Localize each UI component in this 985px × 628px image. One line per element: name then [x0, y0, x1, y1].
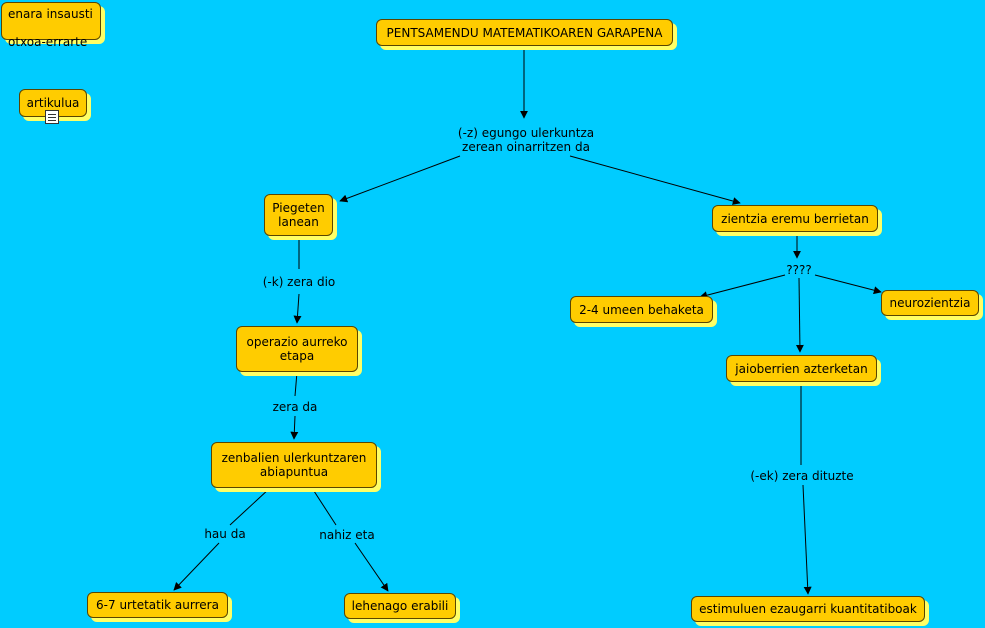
author-note[interactable]: enara insausti otxoa-errarte [1, 2, 101, 49]
link-preop-is [294, 371, 298, 397]
concept-newborn[interactable]: jaioberrien azterketan [726, 355, 877, 382]
phrase-thatis[interactable]: hau da [204, 527, 246, 541]
link-number-thatis [229, 487, 271, 526]
link-basis-newfields [569, 155, 741, 205]
concept-number[interactable]: zenbalien ulerkuntzaren abiapuntua [211, 442, 377, 488]
resource-node[interactable]: artikulua [19, 89, 87, 117]
concept-root[interactable]: PENTSAMENDU MATEMATIKOAREN GARAPENA [376, 19, 673, 46]
author-line1: enara insausti [8, 7, 93, 21]
phrase-unknown[interactable]: ???? [786, 263, 812, 277]
concept-stimuli[interactable]: estimuluen ezaugarri kuantitatiboak [691, 596, 925, 622]
concept-newfields[interactable]: zientzia eremu berrietan [712, 205, 878, 232]
author-note-text: enara insausti otxoa-errarte [8, 0, 93, 49]
phrase-says[interactable]: (-k) zera dio [262, 275, 336, 289]
author-line2: otxoa-errarte [8, 35, 88, 49]
concept-neuro[interactable]: neurozientzia [881, 290, 979, 316]
link-says-preop [293, 293, 302, 324]
phrase-have[interactable]: (-ek) zera dituzte [750, 469, 854, 483]
link-unknown-neuro [814, 274, 882, 295]
concept-earlier[interactable]: lehenago erabili [344, 593, 456, 619]
link-is-number [290, 415, 299, 440]
concept-observe[interactable]: 2-4 umeen behaketa [570, 296, 713, 323]
link-although-earlier [354, 542, 389, 592]
concept-piaget[interactable]: Piegeten lanean [264, 194, 333, 236]
link-unknown-observe [699, 274, 786, 300]
link-basis-piaget [339, 155, 461, 203]
phrase-basis[interactable]: (-z) egungo ulerkuntza zerean oinarritze… [457, 126, 595, 154]
link-have-stimuli [802, 484, 812, 595]
link-number-although [311, 487, 337, 526]
concept-age67[interactable]: 6-7 urtetatik aurrera [87, 592, 228, 618]
concept-preop[interactable]: operazio aurreko etapa [236, 326, 358, 372]
phrase-is[interactable]: zera da [272, 400, 318, 414]
resource-label: artikulua [26, 96, 80, 110]
phrase-although[interactable]: nahiz eta [319, 528, 375, 542]
document-icon[interactable] [45, 110, 59, 124]
link-thatis-age67 [173, 542, 220, 591]
link-unknown-newborn [795, 277, 804, 353]
